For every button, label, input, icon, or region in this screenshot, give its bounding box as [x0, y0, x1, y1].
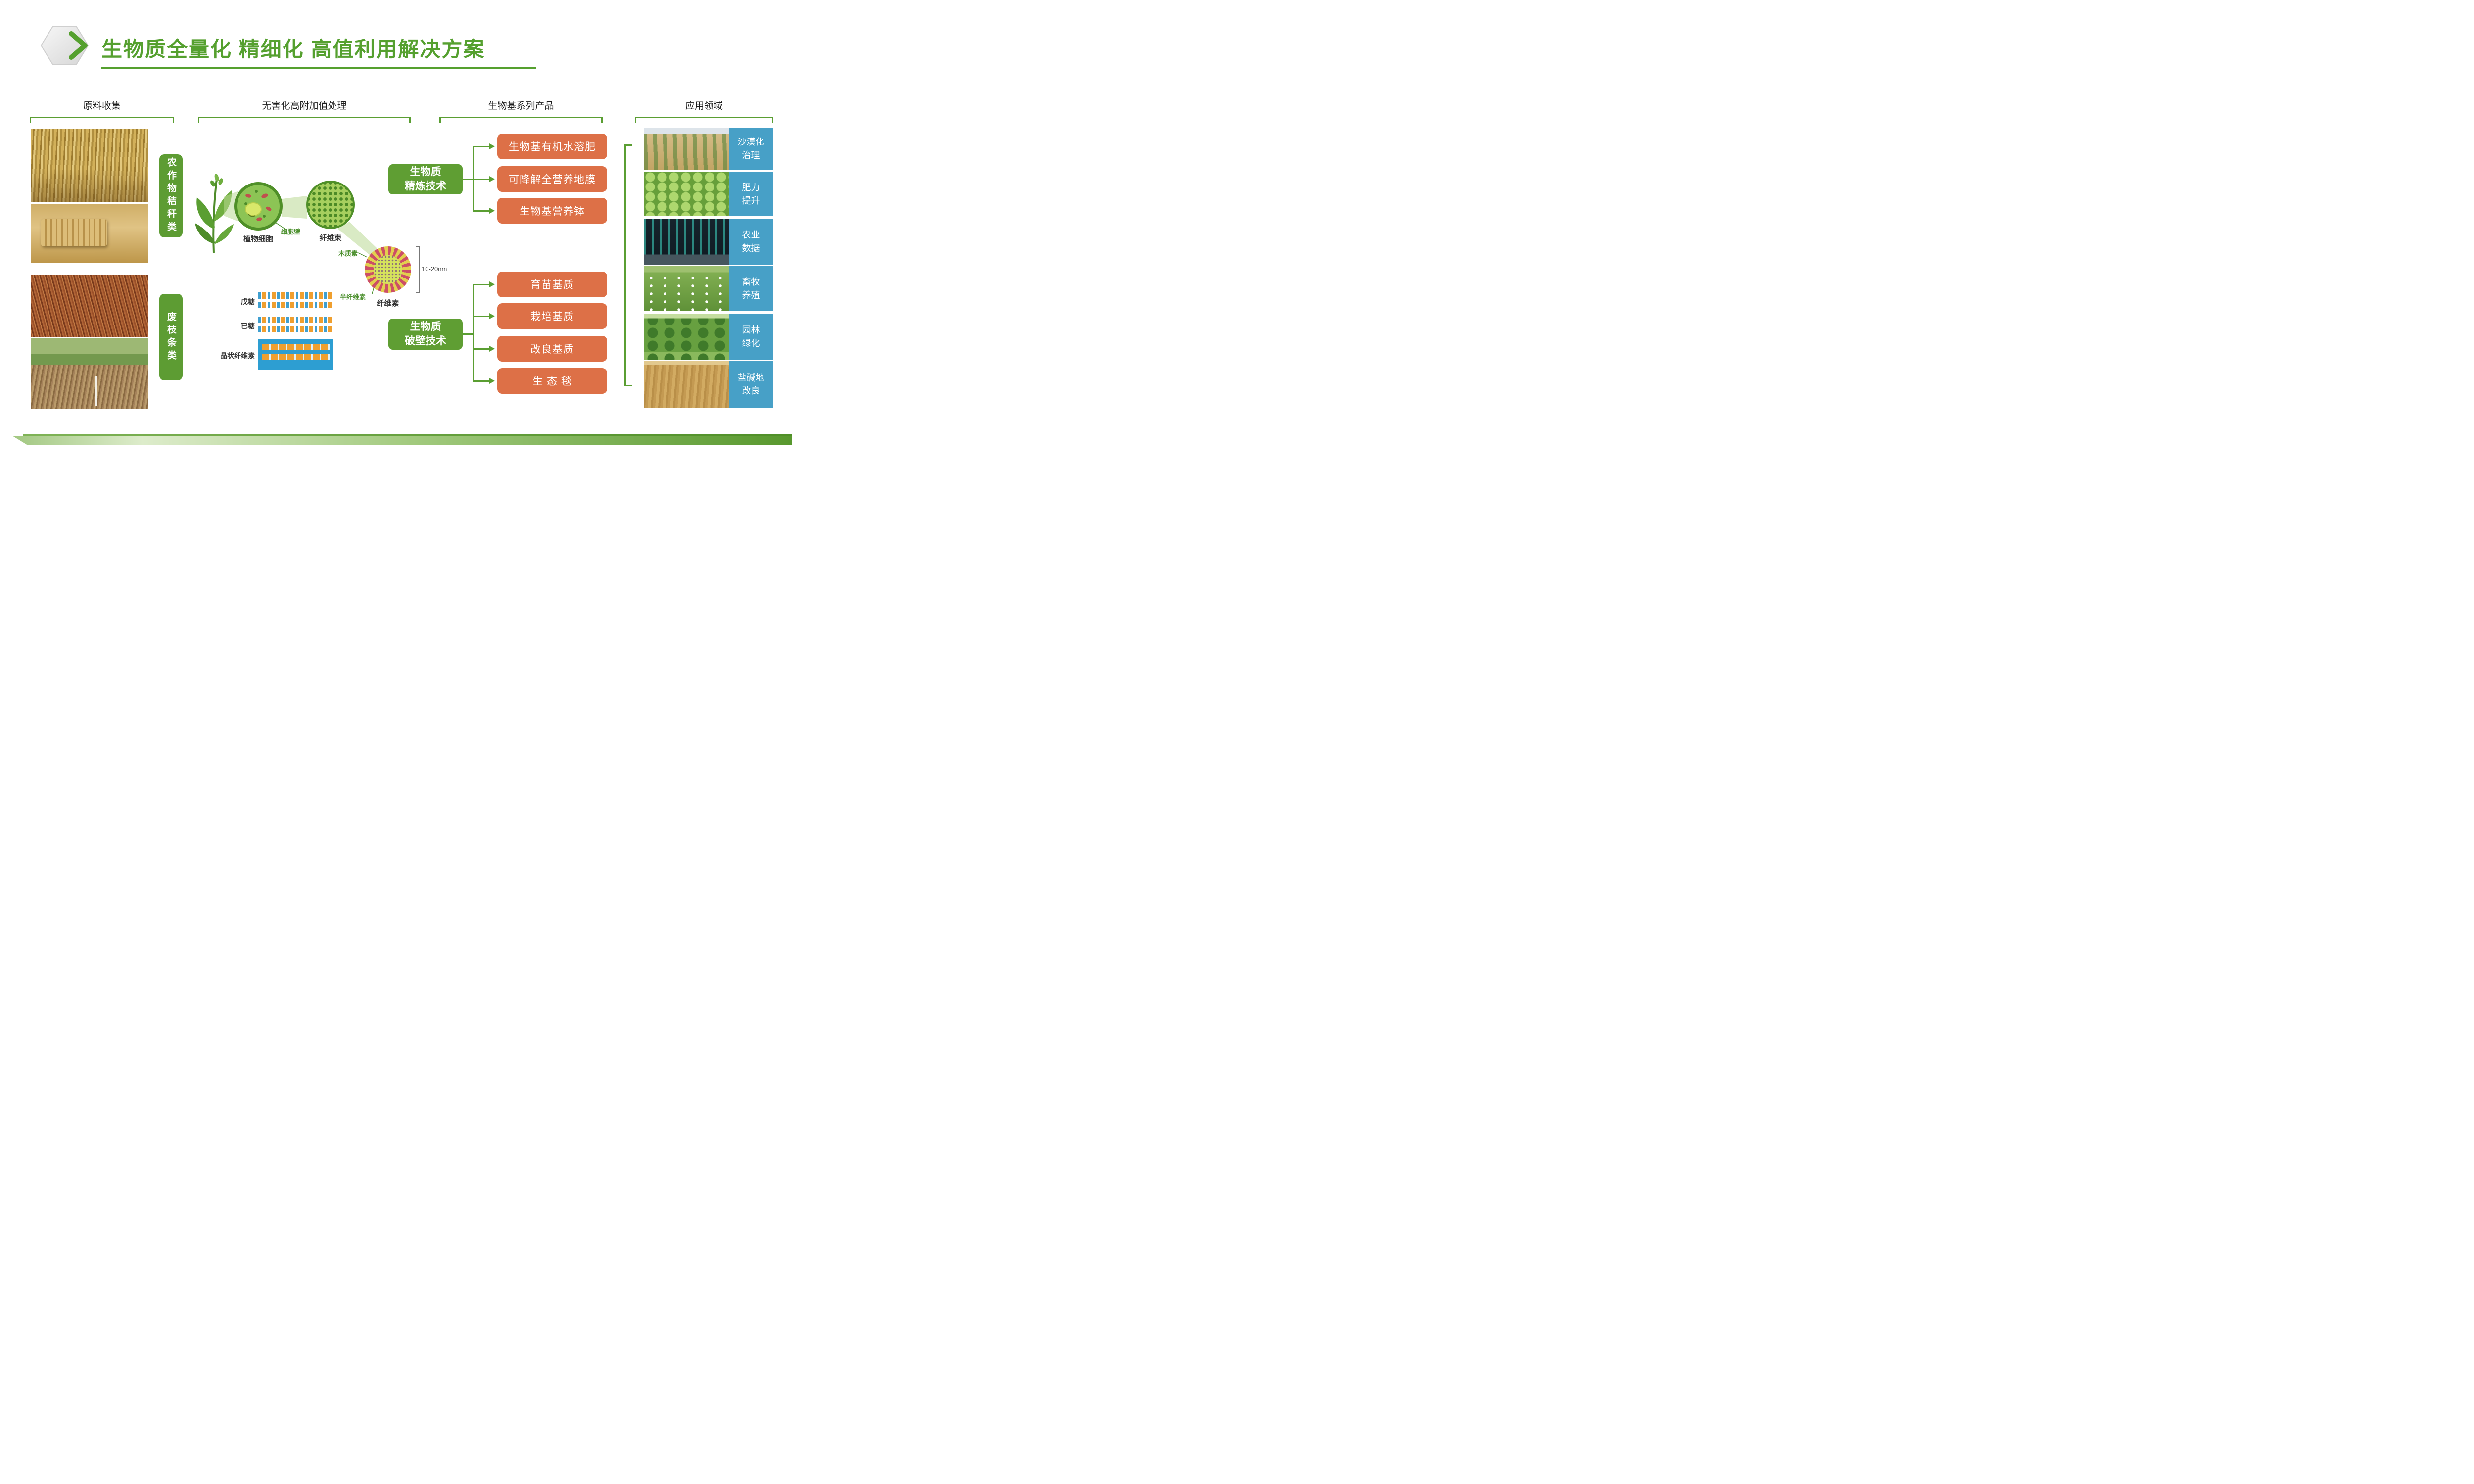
- product-degradable-mulch-film: 可降解全营养地膜: [497, 166, 607, 192]
- app-label-agri-data: 农业 数据: [729, 219, 773, 265]
- arrowhead-icon: [489, 143, 495, 149]
- arrowhead-icon: [489, 378, 495, 384]
- molecule-strip: [258, 317, 333, 323]
- plant-illustration: [195, 174, 234, 253]
- slide: 生物质全量化 精细化 高值利用解决方案 原料收集 无害化高附加值处理 生物基系列…: [0, 0, 792, 445]
- scale-measure-line: [416, 246, 420, 293]
- photo-orchard-prunings: [31, 338, 148, 409]
- photo-livestock: [644, 266, 729, 311]
- photo-hay-bales: [31, 204, 148, 263]
- bracket-processing: [198, 117, 411, 123]
- label-cell-wall: 细胞壁: [281, 228, 301, 235]
- arrowhead-icon: [489, 208, 495, 214]
- connector-arrow: [473, 179, 490, 180]
- photo-fertility: [644, 172, 729, 216]
- product-ecological-blanket: 生 态 毯: [497, 368, 607, 394]
- arrowhead-icon: [489, 281, 495, 287]
- cellulose-core-shape: [373, 255, 403, 284]
- product-water-soluble-fertilizer: 生物基有机水溶肥: [497, 134, 607, 159]
- label-pentose: 戊糖: [241, 298, 255, 306]
- molecule-strip: [262, 344, 330, 350]
- product-seedling-substrate: 育苗基质: [497, 272, 607, 297]
- photo-desertification: [644, 128, 729, 170]
- connector-arrow: [473, 380, 490, 382]
- title-underline: [101, 67, 536, 69]
- app-label-livestock: 畜牧 养殖: [729, 266, 773, 311]
- label-cellulose: 纤维素: [377, 299, 399, 308]
- label-fiber-bundle: 纤维束: [319, 234, 342, 242]
- tech-box-wall-breaking: 生物质 破壁技术: [388, 319, 463, 350]
- product-improvement-substrate: 改良基质: [497, 336, 607, 362]
- section-header-processing: 无害化高附加值处理: [262, 101, 347, 111]
- applications-bracket-tick-bottom: [624, 385, 632, 386]
- fiber-bundle-diagram: [306, 181, 355, 229]
- label-lignin: 木质素: [338, 250, 358, 257]
- arrowhead-icon: [489, 346, 495, 352]
- connector-arrow: [473, 146, 490, 147]
- fiber-cross-section-diagram: [365, 246, 411, 293]
- hay-bale-shape: [41, 219, 107, 247]
- photo-landscaping: [644, 314, 729, 360]
- hexose-chain-diagram: [258, 317, 333, 335]
- connector-stub-refining: [463, 179, 474, 180]
- footer-ribbon-line: [23, 434, 792, 436]
- molecule-strip: [262, 354, 330, 360]
- photo-corn-straw: [31, 129, 148, 202]
- app-label-fertility: 肥力 提升: [729, 172, 773, 216]
- page-title: 生物质全量化 精细化 高值利用解决方案: [101, 38, 485, 61]
- photo-waste-branches: [31, 275, 148, 337]
- section-header-products: 生物基系列产品: [488, 101, 554, 111]
- plant-cell-diagram: [234, 182, 283, 231]
- section-header-applications: 应用领域: [685, 101, 723, 111]
- connector-stub-wall-breaking: [463, 333, 474, 335]
- crystalline-cellulose-diagram: [258, 339, 333, 370]
- pentose-chain-diagram: [258, 292, 333, 311]
- arrowhead-icon: [489, 313, 495, 319]
- molecule-strip: [258, 326, 333, 332]
- section-header-collection: 原料收集: [83, 101, 121, 111]
- bracket-applications: [635, 117, 773, 123]
- label-crystalline-cellulose: 晶状纤维素: [220, 352, 255, 360]
- product-cultivation-substrate: 栽培基质: [497, 303, 607, 329]
- label-hexose: 已糖: [241, 322, 255, 330]
- bracket-collection: [30, 117, 174, 123]
- tech-box-refining: 生物质 精炼技术: [388, 164, 463, 194]
- connector-arrow: [473, 348, 490, 350]
- connector-vline-wall-breaking: [473, 284, 474, 381]
- molecule-strip: [258, 302, 333, 308]
- photo-agri-data: [644, 219, 729, 265]
- bracket-products: [439, 117, 603, 123]
- app-label-desertification: 沙漠化 治理: [729, 128, 773, 170]
- label-waste-branch-category: 废枝条类: [159, 294, 183, 380]
- label-plant-cell: 植物细胞: [243, 235, 273, 243]
- product-nutrient-pot: 生物基营养钵: [497, 198, 607, 224]
- app-label-landscaping: 园林 绿化: [729, 314, 773, 360]
- app-label-saline-land: 盐碱地 改良: [729, 361, 773, 408]
- label-hemicellulose: 半纤维素: [340, 293, 366, 301]
- applications-bracket-tick-top: [624, 144, 632, 146]
- connector-arrow: [473, 316, 490, 317]
- photo-saline-land: [644, 361, 729, 408]
- pole-shape: [95, 376, 97, 406]
- label-crop-straw-category: 农作物秸秆类: [159, 154, 183, 237]
- label-scale: 10-20nm: [422, 265, 447, 273]
- arrowhead-icon: [489, 176, 495, 182]
- footer-ribbon: [0, 436, 792, 445]
- hexagon-arrow-icon: [41, 26, 89, 65]
- molecule-strip: [258, 292, 333, 299]
- applications-bracket-line: [624, 144, 626, 386]
- connector-arrow: [473, 284, 490, 285]
- connector-arrow: [473, 210, 490, 212]
